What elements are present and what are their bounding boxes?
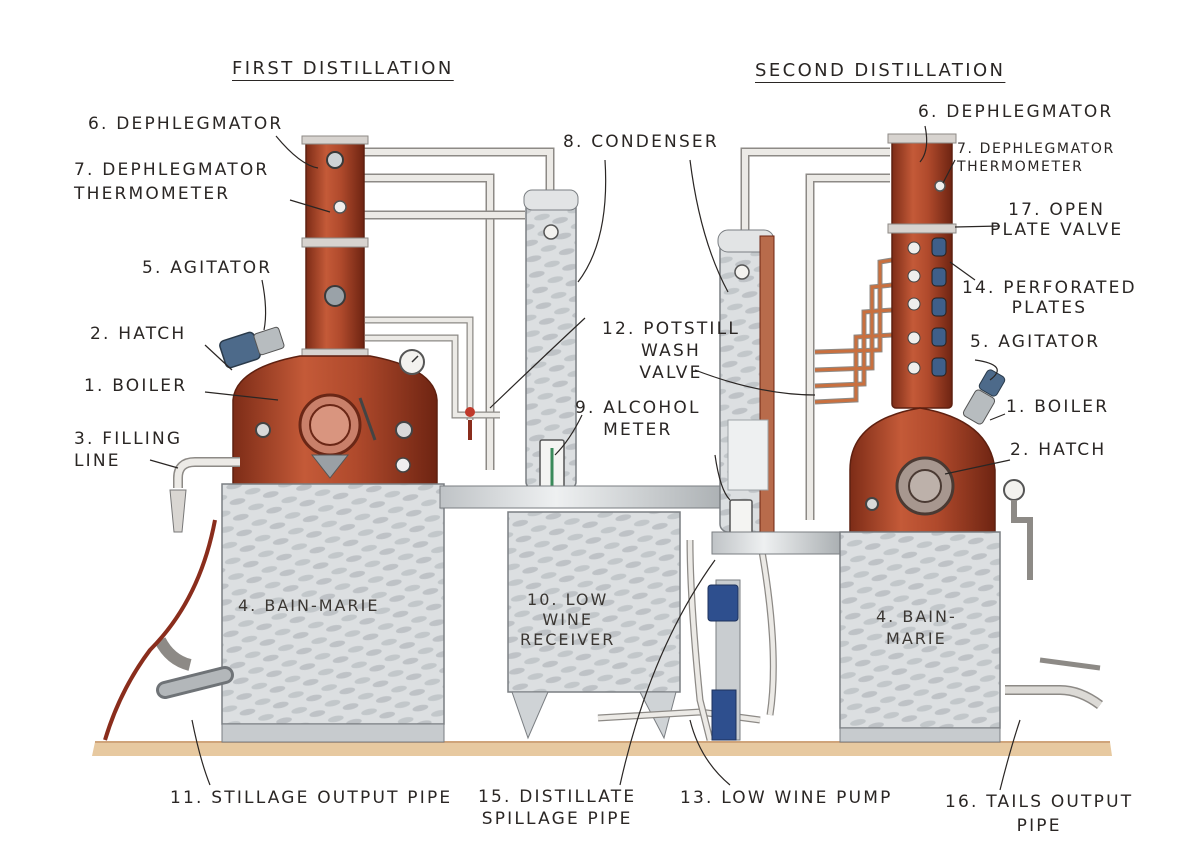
leader-lines xyxy=(149,125,1021,791)
label-dephlegmator-left: 6. DEPHLEGMATOR xyxy=(88,114,284,134)
label-open-plate-valve: 17. OPEN PLATE VALVE xyxy=(990,200,1124,240)
label-dephlegmator-thermometer-left: 7. DEPHLEGMATOR THERMOMETER xyxy=(74,160,270,204)
label-perforated-plates: 14. PERFORATED PLATES xyxy=(962,278,1137,318)
second-still xyxy=(711,133,1103,743)
label-alcohol-meter: 9. ALCOHOL METER xyxy=(575,398,701,440)
title-first-distillation: FIRST DISTILLATION xyxy=(232,58,454,79)
label-hatch-left: 2. HATCH xyxy=(90,324,187,344)
label-dephlegmator-thermometer-right: 7. DEPHLEGMATOR THERMOMETER xyxy=(957,141,1115,175)
low-wine-receiver xyxy=(507,511,681,693)
label-hatch-right: 2. HATCH xyxy=(1010,440,1107,460)
label-filling-line: 3. FILLING LINE xyxy=(74,429,183,471)
label-low-wine-pump: 13. LOW WINE PUMP xyxy=(680,788,893,808)
agitator-right xyxy=(962,389,996,425)
label-bain-marie-right: 4. BAIN- MARIE xyxy=(876,607,957,648)
label-agitator-right: 5. AGITATOR xyxy=(970,332,1101,352)
bain-marie-left xyxy=(221,483,445,725)
label-low-wine-receiver: 10. LOW WINE RECEIVER xyxy=(520,590,616,649)
label-dephlegmator-right: 6. DEPHLEGMATOR xyxy=(918,102,1114,122)
condenser-group xyxy=(439,189,777,741)
label-distillate-spillage-pipe: 15. DISTILLATE SPILLAGE PIPE xyxy=(478,787,637,829)
label-condenser: 8. CONDENSER xyxy=(563,132,719,152)
title-second-distillation: SECOND DISTILLATION xyxy=(755,60,1006,81)
floor xyxy=(92,742,1112,756)
perforated-plates xyxy=(907,237,947,377)
label-potstill-wash-valve: 12. POTSTILL WASH VALVE xyxy=(602,319,740,383)
label-boiler-right: 1. BOILER xyxy=(1006,397,1110,417)
label-tails-output-pipe: 16. TAILS OUTPUT PIPE xyxy=(945,792,1134,836)
first-still xyxy=(103,135,555,743)
label-stillage-output-pipe: 11. STILLAGE OUTPUT PIPE xyxy=(170,788,453,808)
label-boiler-left: 1. BOILER xyxy=(84,376,188,396)
label-bain-marie-left: 4. BAIN-MARIE xyxy=(238,596,380,615)
label-agitator-left: 5. AGITATOR xyxy=(142,258,273,278)
